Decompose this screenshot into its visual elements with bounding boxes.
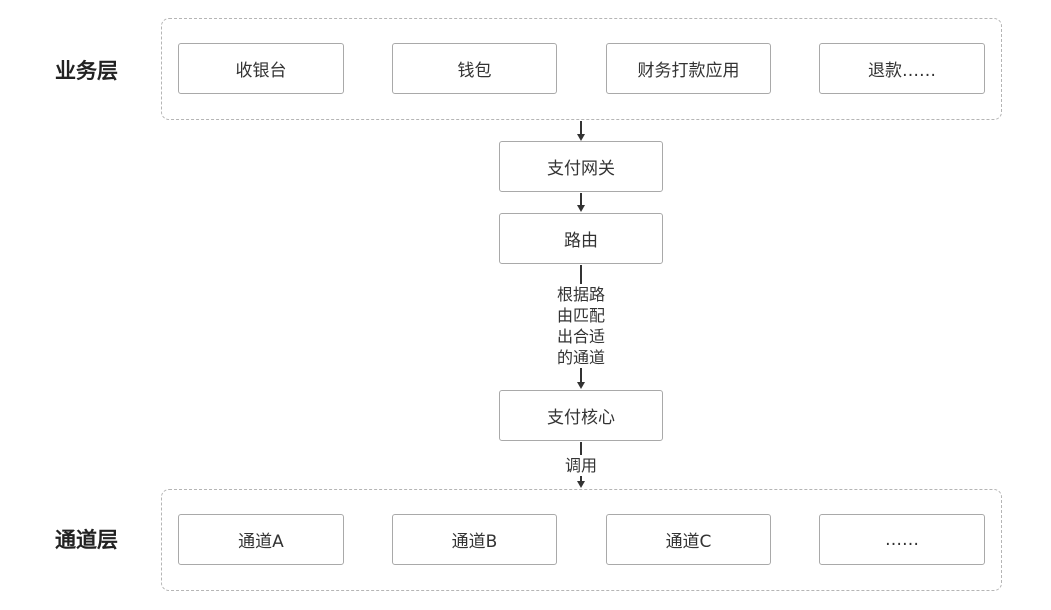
payment-gateway-node: 支付网关 — [499, 141, 663, 192]
business-item-refund: 退款…… — [819, 43, 985, 94]
router-to-core-label: 根据路 由匹配 出合适 的通道 — [549, 284, 613, 368]
channel-layer-group — [161, 489, 1002, 591]
arrow-router-to-core-head — [577, 382, 585, 389]
channel-item-more: …… — [819, 514, 985, 565]
business-layer-label: 业务层 — [55, 59, 118, 83]
router-to-core-label-line-3: 出合适 — [556, 327, 605, 346]
arrow-core-to-channel-head — [577, 481, 585, 488]
business-item-finance-payout: 财务打款应用 — [606, 43, 771, 94]
router-to-core-label-line-4: 的通道 — [556, 348, 605, 367]
business-item-wallet: 钱包 — [392, 43, 557, 94]
channel-item-a: 通道A — [178, 514, 344, 565]
arrow-business-to-gateway-head — [577, 134, 585, 141]
core-to-channel-label: 调用 — [556, 455, 606, 476]
channel-layer-label: 通道层 — [55, 528, 118, 552]
router-to-core-label-line-2: 由匹配 — [556, 306, 605, 325]
router-to-core-label-line-1: 根据路 — [556, 285, 605, 304]
arrow-gateway-to-router-line — [580, 193, 582, 206]
business-layer-group — [161, 18, 1002, 120]
arrow-gateway-to-router-head — [577, 205, 585, 212]
channel-item-c: 通道C — [606, 514, 771, 565]
payment-core-node: 支付核心 — [499, 390, 663, 441]
business-item-cashier: 收银台 — [178, 43, 344, 94]
router-node: 路由 — [499, 213, 663, 264]
arrow-business-to-gateway-line — [580, 121, 582, 135]
channel-item-b: 通道B — [392, 514, 557, 565]
